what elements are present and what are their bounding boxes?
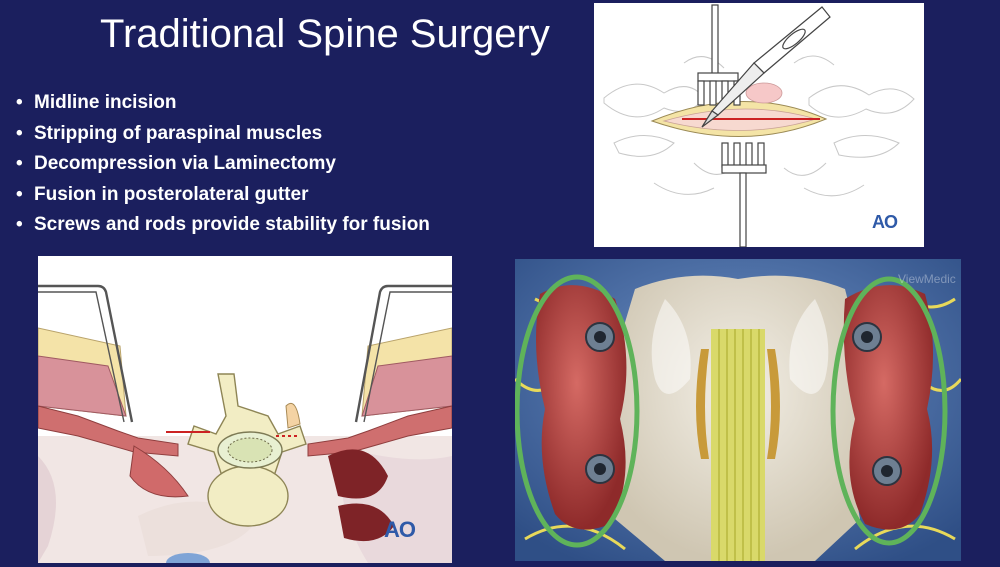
bullet-marker: • [16, 92, 23, 113]
spine-cross-section-illustration-icon [38, 284, 452, 563]
bullet-text: Midline incision [34, 92, 177, 113]
bullet-item: • Decompression via Laminectomy [16, 149, 576, 180]
scalpel-retractor-illustration-icon [603, 4, 915, 247]
slide-title: Traditional Spine Surgery [100, 12, 550, 56]
bullet-text: Decompression via Laminectomy [34, 153, 336, 174]
watermark-text: ViewMedic [898, 272, 956, 286]
ao-logo: AO [872, 212, 898, 232]
bullet-text: Fusion in posterolateral gutter [34, 183, 309, 205]
bullet-item: • Fusion in posterolateral gutter [16, 180, 576, 211]
bullet-item: • Midline incision [16, 88, 576, 119]
bullet-text: Stripping of paraspinal muscles [34, 122, 323, 144]
bullet-marker: • [16, 153, 23, 174]
bullet-list: • Midline incision • Stripping of paraspin… [16, 88, 576, 241]
bullet-item: • Screws and rods provide stability for f… [16, 210, 576, 241]
bullet-marker: • [16, 214, 23, 235]
cross-section-illustration: AO [38, 256, 452, 563]
spinal-fusion-render-icon [515, 259, 961, 561]
fusion-render [515, 259, 961, 561]
bullet-text: Screws and rods provide stability for fu… [34, 214, 430, 235]
scalpel-illustration: AO [594, 3, 924, 247]
bullet-marker: • [16, 183, 23, 205]
bullet-marker: • [16, 122, 23, 144]
ao-logo: AO [384, 517, 416, 542]
bullet-item: • Stripping of paraspinal muscles [16, 119, 576, 150]
